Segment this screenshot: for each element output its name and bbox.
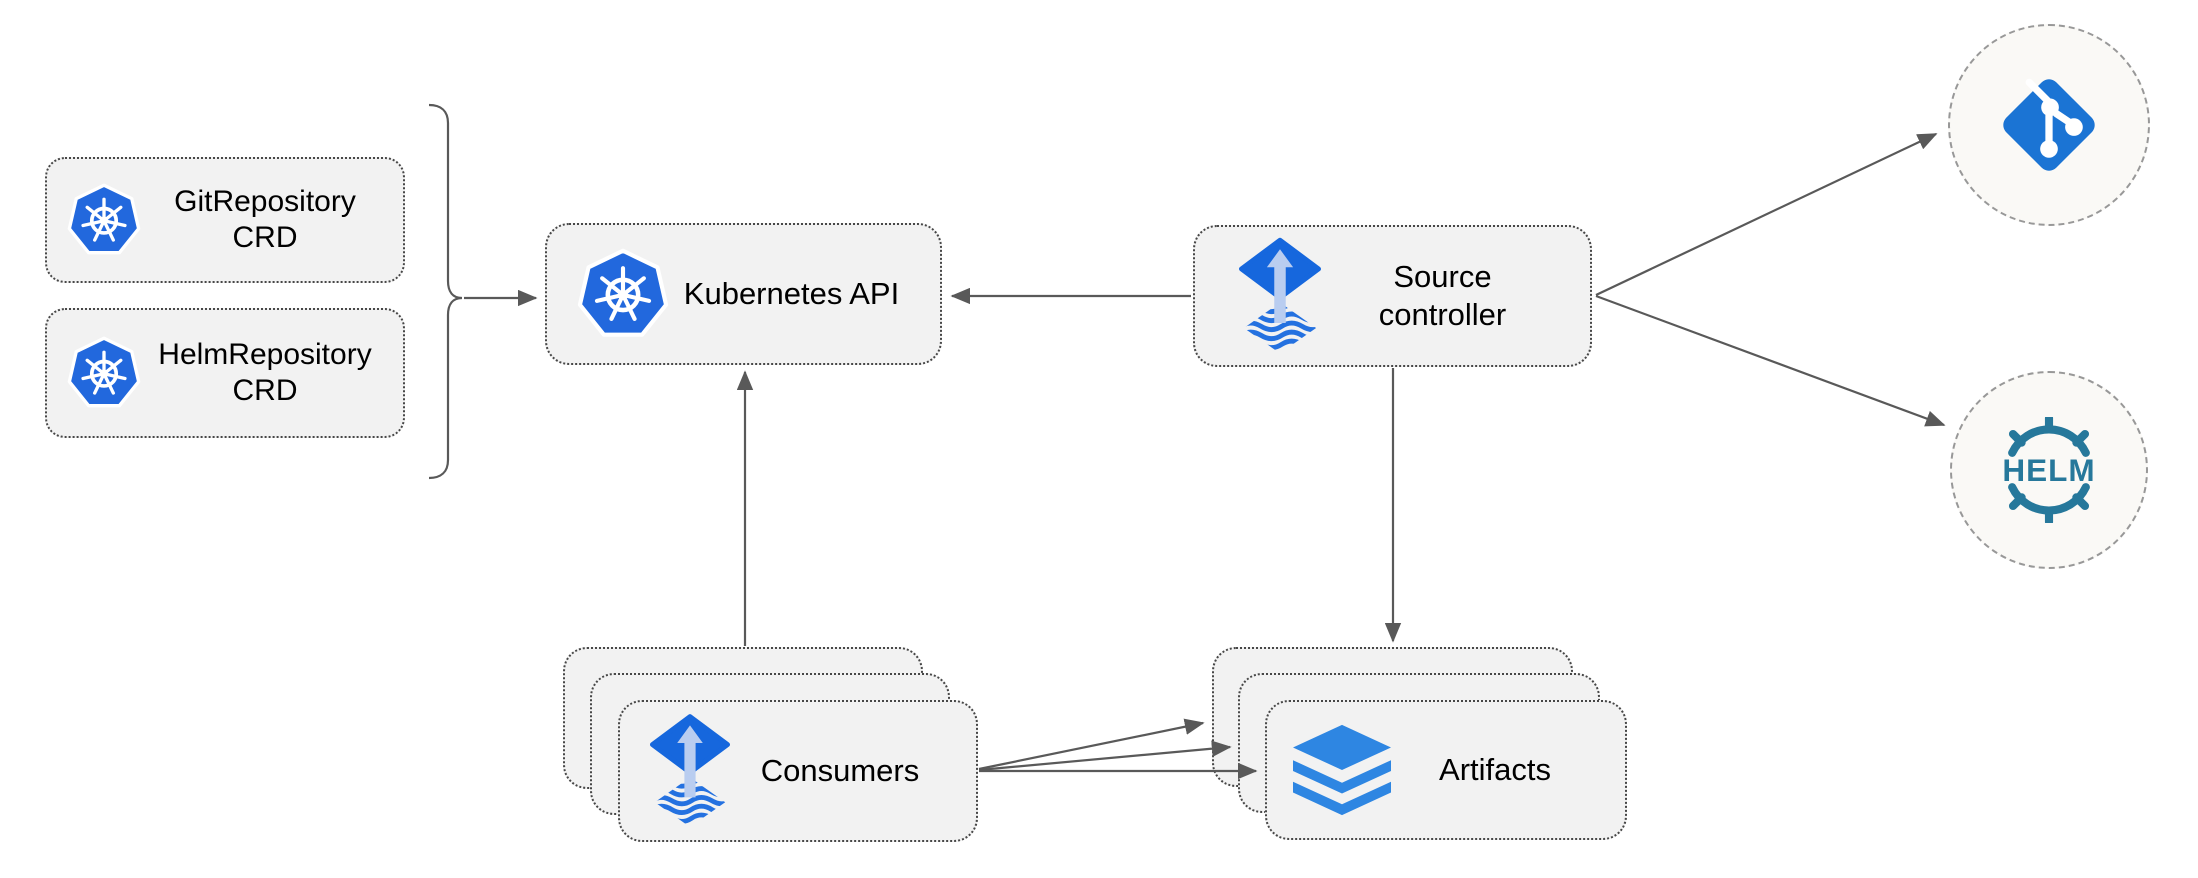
crd-group-bracket	[428, 103, 463, 480]
node-helm-repository-crd: HelmRepository CRD	[45, 308, 405, 438]
git-repository-crd-line2: CRD	[232, 221, 298, 254]
edge-source-controller-to-git	[1595, 133, 1938, 296]
node-git-repository-crd-label: GitRepository CRD	[141, 184, 403, 256]
helm-repository-crd-line2: CRD	[232, 374, 298, 407]
node-source-controller-label: Source controller	[1321, 258, 1590, 334]
kubernetes-icon	[67, 336, 141, 410]
source-controller-line1: Source	[1393, 259, 1492, 294]
helm-repository-crd-line1: HelmRepository	[158, 338, 372, 371]
node-consumers-label: Consumers	[760, 753, 920, 788]
node-git-repository-crd: GitRepository CRD	[45, 157, 405, 283]
kubernetes-icon	[67, 183, 141, 257]
node-artifacts-label: Artifacts	[1439, 752, 1551, 787]
layers-icon	[1293, 724, 1391, 816]
edge-consumers-to-artifacts-1	[978, 718, 1205, 771]
node-artifacts: Artifacts	[1265, 700, 1627, 840]
helm-logo-text: HELM	[2002, 452, 2095, 488]
git-icon	[1997, 73, 2101, 177]
node-helm-endpoint: HELM	[1950, 371, 2148, 569]
node-kubernetes-api: Kubernetes API	[545, 223, 942, 365]
source-controller-line2: controller	[1378, 297, 1507, 332]
node-consumers: Consumers	[618, 700, 978, 842]
kubernetes-icon	[577, 248, 669, 340]
edge-source-controller-to-helm	[1595, 294, 1946, 427]
flux-icon	[650, 713, 730, 829]
edge-consumers-to-artifacts-2	[978, 740, 1232, 772]
node-helm-repository-crd-label: HelmRepository CRD	[141, 337, 403, 409]
flux-icon	[1239, 237, 1321, 355]
node-kubernetes-api-label: Kubernetes API	[683, 276, 900, 311]
node-git-endpoint	[1948, 24, 2150, 226]
node-source-controller: Source controller	[1193, 225, 1592, 367]
helm-icon: HELM	[1988, 417, 2110, 523]
git-repository-crd-line1: GitRepository	[174, 185, 356, 218]
